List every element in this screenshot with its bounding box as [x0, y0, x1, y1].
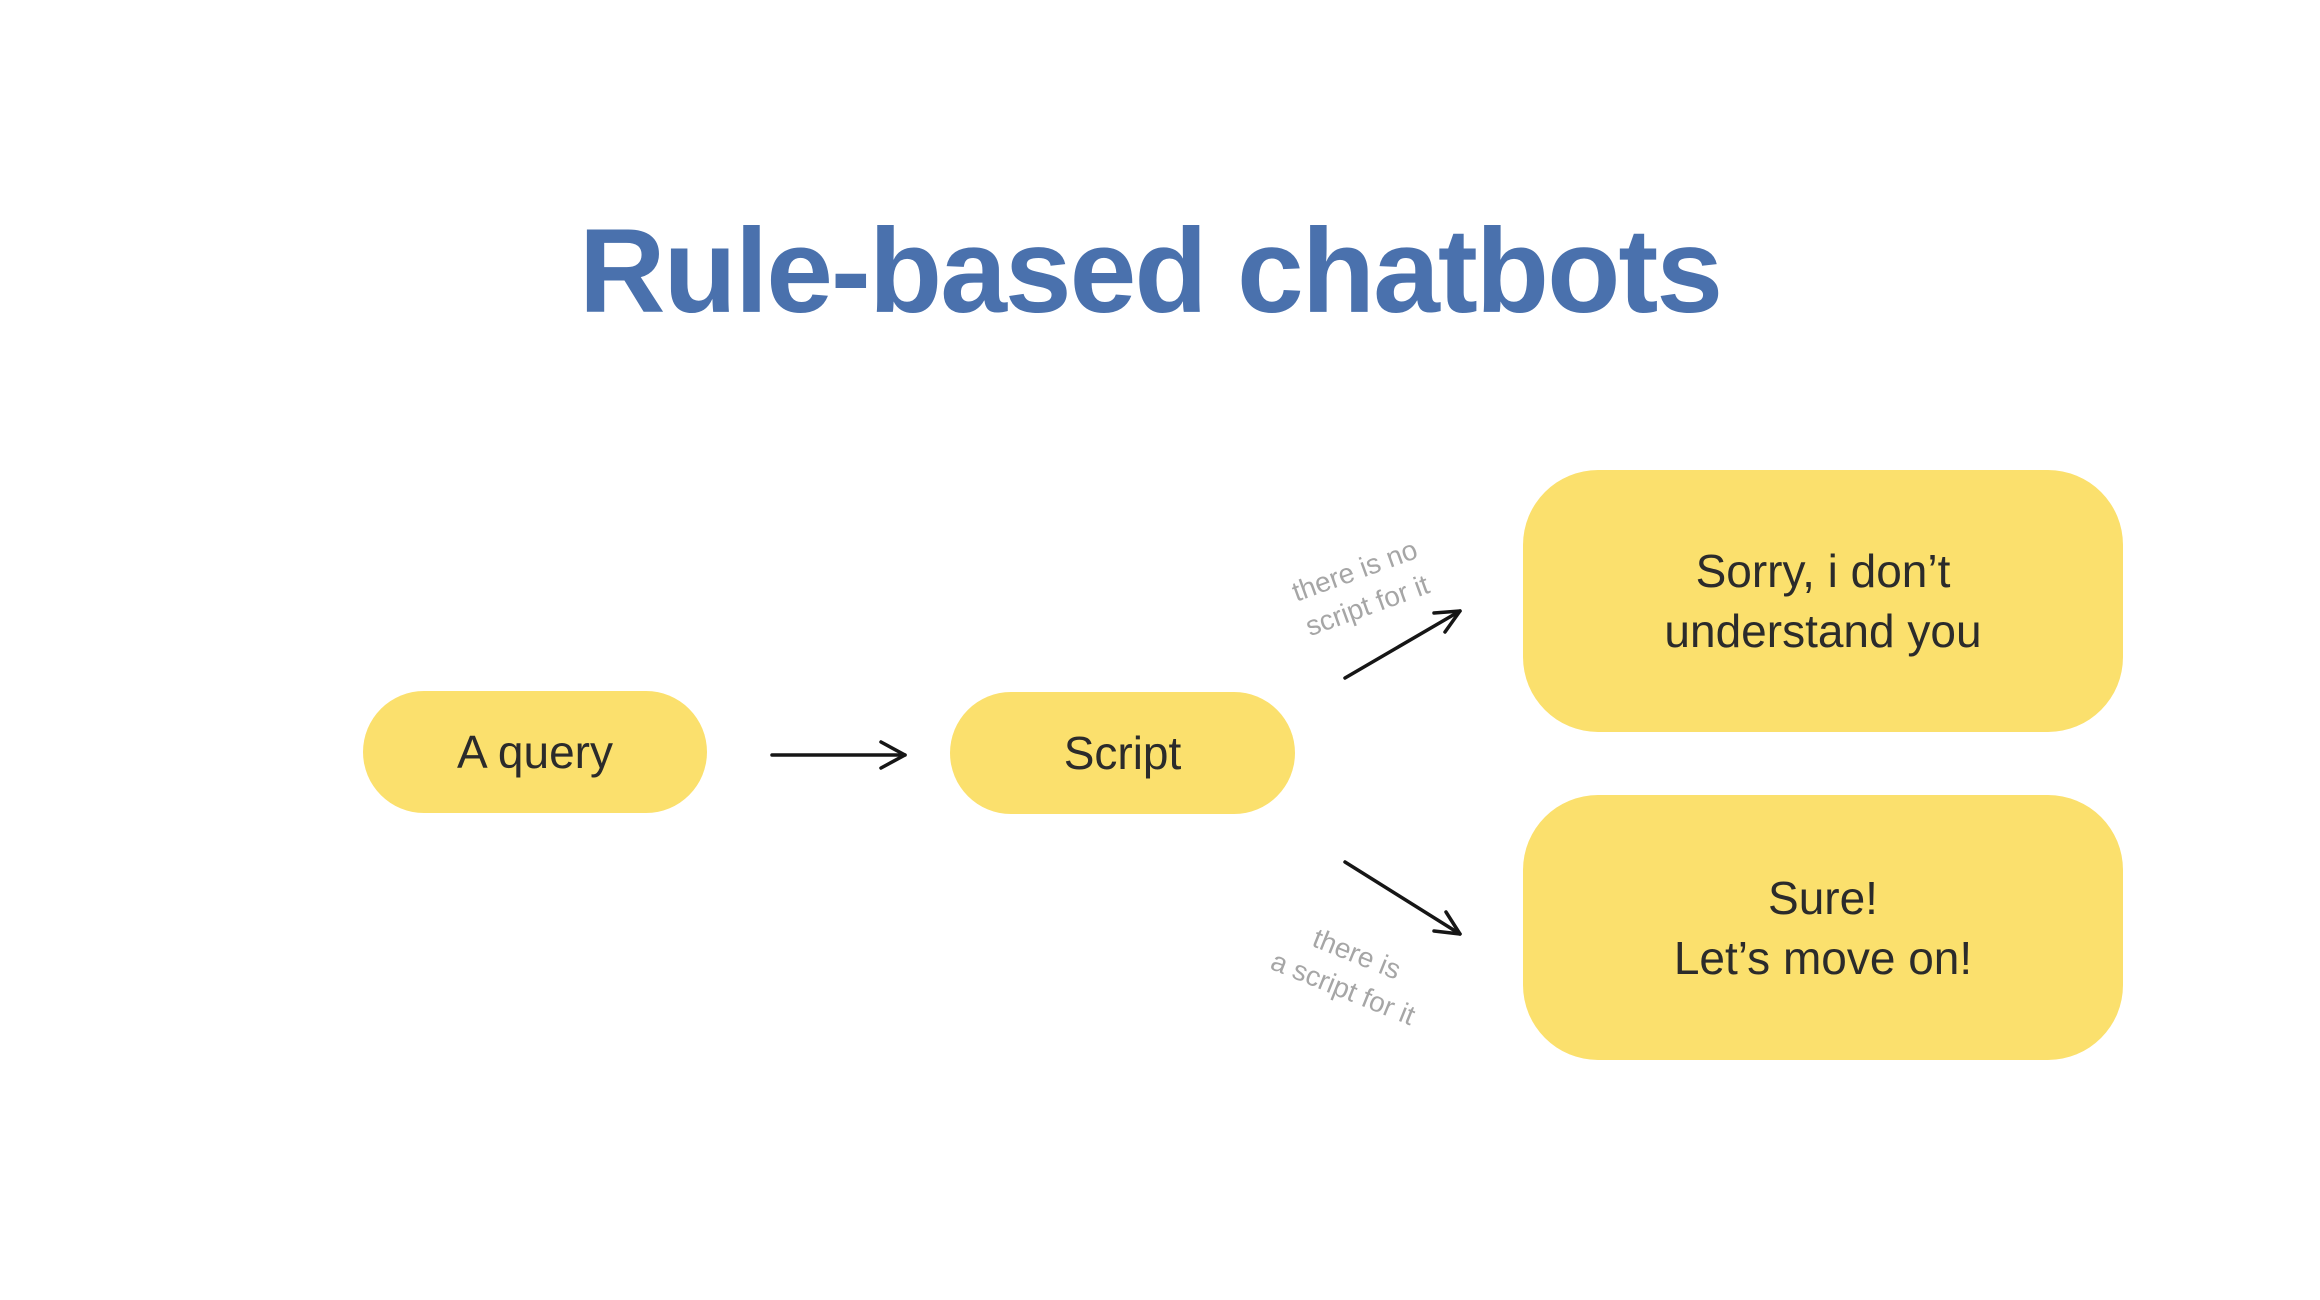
node-a-query: A query [363, 691, 707, 813]
node-script: Script [950, 692, 1295, 814]
node-sure-response-line2: Let’s move on! [1673, 931, 1973, 984]
page-title: Rule-based chatbots [578, 204, 1723, 338]
node-sorry-response-line1: Sorry, i don’t [1695, 545, 1951, 597]
node-sure-response: Sure! Let’s move on! [1523, 795, 2123, 1060]
node-sorry-response-line2: understand you [1664, 605, 1982, 657]
node-a-query-label: A query [457, 726, 613, 778]
edge-label-has-script: there is a script for it [1206, 884, 1493, 1058]
node-script-label: Script [1063, 727, 1182, 779]
arrow-script-to-sure [1343, 860, 1462, 936]
node-sorry-response: Sorry, i don’t understand you [1523, 470, 2123, 732]
node-sure-response-line1: Sure! [1768, 871, 1878, 924]
edge-label-no-script: there is no script for it [1217, 505, 1505, 670]
arrow-query-to-script [770, 740, 907, 770]
